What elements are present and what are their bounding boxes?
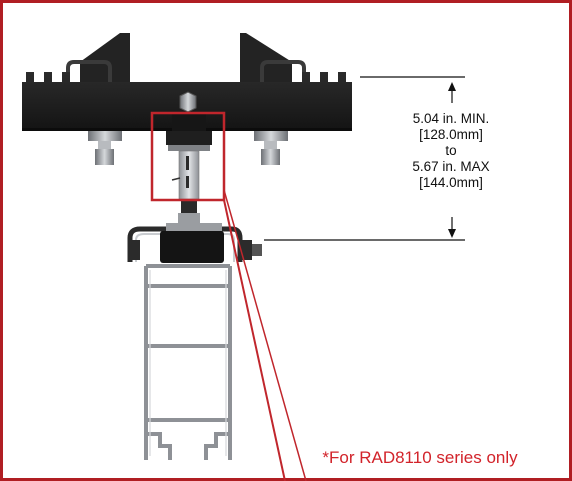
left-bolt (88, 131, 122, 165)
dimension-to: to (445, 143, 456, 158)
dimension-max-mm: [144.0mm] (419, 175, 483, 190)
right-clamp (240, 33, 306, 86)
dimension-arrow-down (448, 229, 456, 238)
vertical-rail (144, 264, 232, 460)
top-center-nut (179, 91, 197, 113)
adjuster-post (171, 150, 200, 200)
dimension-arrow-up (448, 82, 456, 91)
series-note: *For RAD8110 series only (322, 448, 518, 467)
dimension-max-in: 5.67 in. MAX (412, 159, 489, 174)
rail-clip-bracket (127, 223, 262, 263)
dimension-min-in: 5.04 in. MIN. (413, 111, 490, 126)
right-bolt (254, 131, 288, 165)
dimension-min-mm: [128.0mm] (419, 127, 483, 142)
callout-line-right (223, 189, 307, 481)
callout-line-left (223, 199, 286, 481)
left-clamp (66, 33, 130, 86)
highlight-box (150, 111, 226, 202)
